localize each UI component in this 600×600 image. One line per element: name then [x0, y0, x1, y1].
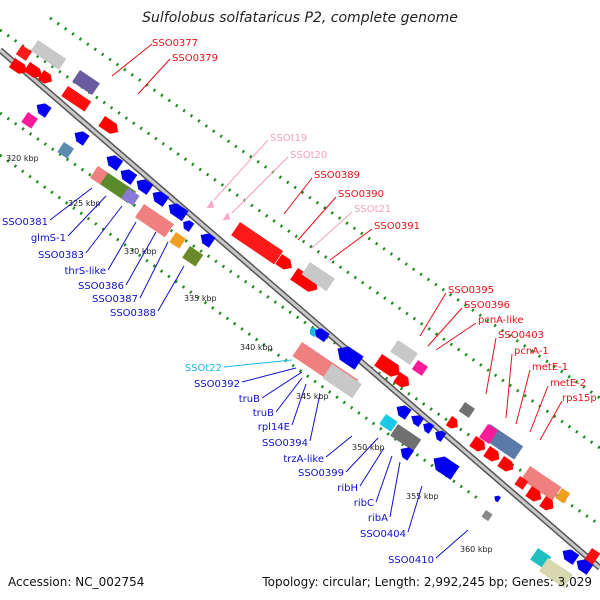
tick-label: 330 kbp [124, 247, 157, 256]
gene-label: SSO0381 [2, 217, 48, 228]
gene-label: SSOt19 [270, 133, 307, 144]
kbp-ticks: 320 kbp 325 kbp 330 kbp 335 kbp 340 kbp … [6, 154, 493, 554]
gene-label: SSOt22 [185, 363, 222, 374]
gene-label: truB [239, 394, 260, 405]
gene-label: ribH [337, 483, 358, 494]
gene-label: truB [253, 408, 274, 419]
gene-label: SSO0410 [388, 555, 434, 566]
gene-label: SSOt20 [290, 150, 327, 161]
gene-label: SSO0392 [194, 379, 240, 390]
gene-label: metE-2 [550, 378, 586, 389]
gene-label: SSO0399 [298, 468, 344, 479]
genome-backbone [0, 47, 600, 571]
map-title: Sulfolobus solfataricus P2, complete gen… [142, 10, 458, 26]
tick-label: 355 kbp [406, 492, 439, 501]
gene-label: SSOt21 [354, 204, 391, 215]
upper-leader-lines [111, 43, 563, 441]
tick-label: 360 kbp [460, 545, 493, 554]
tick-label: 350 kbp [352, 443, 385, 452]
gene-label: SSO0387 [92, 294, 138, 305]
gene-label: SSO0386 [78, 281, 124, 292]
accession-text: Accession: NC_002754 [8, 575, 144, 589]
tick-label: 345 kbp [296, 392, 329, 401]
gene-label: SSO0390 [338, 189, 384, 200]
gene-label: SSO0394 [262, 438, 308, 449]
gene-label: SSO0389 [314, 170, 360, 181]
gene-label: thrS-like [65, 266, 106, 277]
gene-label: rpl14E [258, 422, 290, 433]
gene-label: SSO0379 [172, 53, 218, 64]
gene-label: pcnA-like [478, 315, 524, 326]
tick-label: 320 kbp [6, 154, 39, 163]
gene-label: ribC [354, 498, 374, 509]
tick-rings [0, 16, 600, 527]
gene-label: SSO0377 [152, 38, 198, 49]
gene-label: SSO0396 [464, 300, 510, 311]
gene-label: glmS-1 [31, 233, 66, 244]
lower-leader-lines [49, 187, 469, 559]
gene-label: pcnA-1 [514, 346, 549, 357]
lower-gene-labels: SSO0381 glmS-1 SSO0383 thrS-like SSO0386… [2, 217, 434, 566]
gene-label: ribA [368, 513, 388, 524]
gene-label: SSO0403 [498, 330, 544, 341]
tick-label: 340 kbp [240, 343, 273, 352]
reverse-genes [21, 103, 594, 589]
tick-label: 325 kbp [68, 199, 101, 208]
topology-text: Topology: circular; Length: 2,992,245 bp… [261, 575, 592, 589]
tick-label: 335 kbp [184, 294, 217, 303]
gene-label: SSO0391 [374, 221, 420, 232]
gene-label: trzA-like [283, 454, 324, 465]
gene-label: SSO0395 [448, 285, 494, 296]
gene-label: metE-1 [532, 362, 568, 373]
gene-label: rps15p [562, 393, 597, 404]
gene-label: SSO0383 [38, 250, 84, 261]
forward-genes [8, 40, 600, 567]
gene-label: SSO0388 [110, 308, 156, 319]
upper-gene-labels: SSO0377 SSO0379 SSOt19 SSOt20 SSO0389 SS… [152, 38, 597, 404]
gene-label: SSO0404 [360, 529, 406, 540]
